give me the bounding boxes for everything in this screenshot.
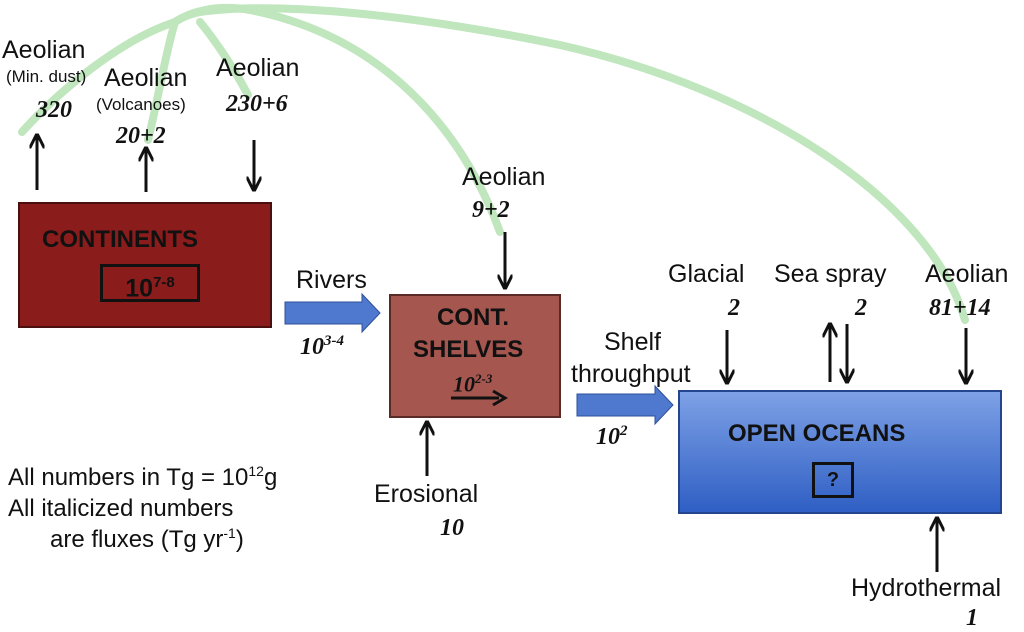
glacial-value: 2: [728, 295, 740, 321]
shelf-throughput-value-base: 10: [596, 424, 620, 450]
sea-spray-value: 2: [855, 295, 867, 321]
shelves-internal-arrow: [451, 389, 508, 407]
aeolian-arcs: [18, 3, 969, 324]
rivers-flow-arrow: [284, 292, 381, 334]
aeolian-arc-deposit: [196, 18, 252, 99]
rivers-value-base: 10: [300, 334, 324, 360]
continents-inventory: 107-8: [100, 264, 200, 302]
units-note-line1-exp: 12: [248, 463, 264, 479]
units-note-line2: All italicized numbers: [8, 495, 234, 523]
rivers-value-exp: 3-4: [324, 333, 344, 349]
continents-box: CONTINENTS 107-8: [18, 202, 272, 328]
shelf-throughput-value-exp: 2: [620, 423, 628, 439]
open-oceans-box: OPEN OCEANS ?: [678, 390, 1002, 514]
aeolian-shelves-value: 9+2: [472, 197, 510, 223]
aeolian-min-dust-sublabel: (Min. dust): [6, 67, 87, 86]
aeolian-min-dust-value: 320: [36, 97, 72, 123]
continental-shelves-box: CONT. SHELVES 102-3: [389, 294, 561, 418]
glacial-label: Glacial: [668, 260, 745, 288]
erosional-label: Erosional: [374, 480, 479, 508]
erosional-value: 10: [440, 515, 464, 541]
aeolian-oceans-label: Aeolian: [925, 260, 1009, 288]
units-note-line3-suffix: ): [235, 526, 244, 554]
aeolian-arc-min-dust: [18, 18, 179, 136]
aeolian-volcanoes-label: Aeolian: [104, 64, 188, 92]
rivers-value: 103-4: [300, 333, 344, 360]
shelf-throughput-flow-arrow: [576, 384, 674, 426]
oceans-inventory-value: ?: [826, 469, 840, 491]
aeolian-arc-oceans: [171, 4, 969, 324]
aeolian-oceans-value: 81+14: [929, 295, 991, 321]
aeolian-volcanoes-sublabel: (Volcanoes): [96, 95, 186, 114]
shelves-inventory-exp: 2-3: [475, 371, 493, 386]
oceans-inventory: ?: [812, 462, 854, 498]
aeolian-arc-volcanoes: [144, 18, 179, 144]
units-note-line1-suffix: g: [263, 464, 278, 491]
hydrothermal-value: 1: [966, 605, 978, 631]
shelves-inventory-base: 10: [453, 371, 475, 397]
aeolian-volcanoes-value: 20+2: [116, 123, 166, 149]
aeolian-deposit-label: Aeolian: [216, 54, 300, 82]
units-note-line1: All numbers in Tg = 1012g: [8, 462, 277, 493]
units-note: All numbers in Tg = 1012g All italicized…: [8, 462, 277, 556]
units-note-line3-exp: -1: [223, 525, 236, 542]
shelf-throughput-value: 102: [596, 423, 628, 450]
oceans-title: OPEN OCEANS: [728, 420, 906, 447]
continents-inventory-exp: 7-8: [153, 274, 175, 291]
units-note-line1-prefix: All numbers in Tg = 10: [8, 464, 249, 491]
aeolian-arc-shelves: [171, 3, 504, 236]
hydrothermal-label: Hydrothermal: [851, 574, 1002, 602]
shelves-title-line1: CONT.: [437, 304, 509, 331]
shelf-throughput-label-line2: throughput: [571, 360, 691, 388]
shelves-inventory: 102-3: [453, 372, 492, 395]
continents-title: CONTINENTS: [42, 226, 198, 253]
aeolian-min-dust-label: Aeolian: [2, 36, 86, 64]
continents-inventory-base: 10: [125, 274, 154, 303]
rivers-label: Rivers: [296, 266, 367, 294]
sea-spray-label: Sea spray: [774, 260, 887, 288]
units-note-line3-prefix: are fluxes (Tg yr: [50, 526, 224, 554]
shelves-title-line2: SHELVES: [413, 336, 524, 363]
aeolian-deposit-value: 230+6: [226, 91, 288, 117]
shelf-throughput-label-line1: Shelf: [604, 328, 661, 356]
units-note-line3: are fluxes (Tg yr-1): [8, 524, 277, 555]
aeolian-shelves-label: Aeolian: [462, 163, 546, 191]
